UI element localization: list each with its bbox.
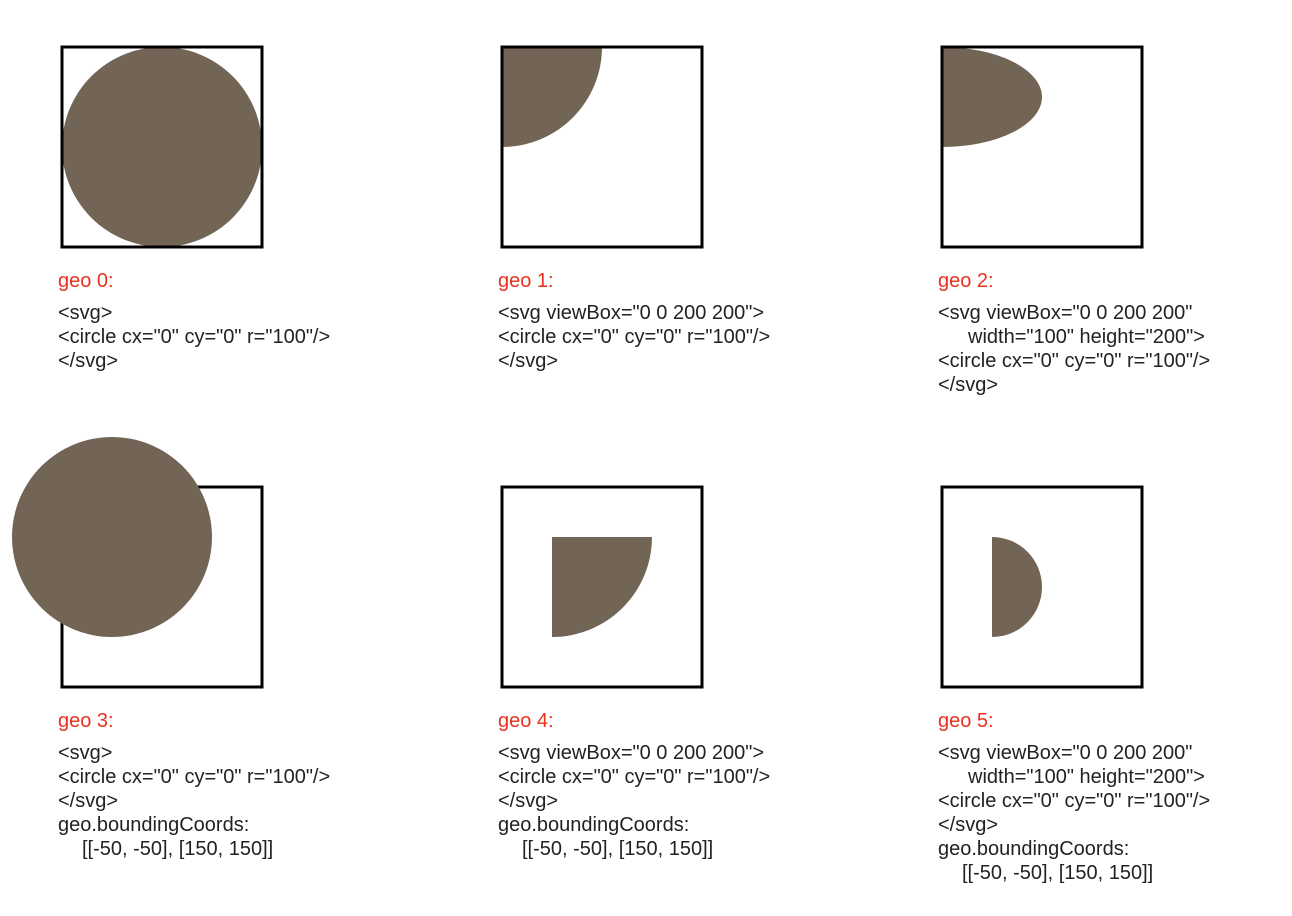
panel-geo-2 <box>940 45 1144 249</box>
panel-geo-0 <box>60 45 264 249</box>
geo-3-code-line-1: <svg> <box>58 742 113 764</box>
geo-1-code-line-3: </svg> <box>498 350 559 372</box>
geo-0-circle <box>62 47 262 247</box>
geo-0-code-line-3: </svg> <box>58 350 119 372</box>
geo-4-frame <box>500 485 704 689</box>
geo-4-quarter-circle <box>552 537 652 637</box>
geo-5-frame <box>940 485 1144 689</box>
geo-5-code-line-4: </svg> <box>938 814 999 836</box>
geo-1-quarter-circle <box>502 47 602 147</box>
geo-4-code-line-2: <circle cx="0" cy="0" r="100"/> <box>498 766 771 788</box>
geo-4-caption: geo 4: <box>498 710 554 732</box>
geo-4-code-line-1: <svg viewBox="0 0 200 200"> <box>498 742 765 764</box>
geo-5-code-line-3: <circle cx="0" cy="0" r="100"/> <box>938 790 1211 812</box>
geo-5-code-line-1: <svg viewBox="0 0 200 200" <box>938 742 1193 764</box>
geo-3-caption: geo 3: <box>58 710 114 732</box>
geo-2-code-line-3: <circle cx="0" cy="0" r="100"/> <box>938 350 1211 372</box>
geo-2-caption: geo 2: <box>938 270 994 292</box>
geo-5-half-ellipse <box>992 537 1042 637</box>
geo-5-code-line-5: geo.boundingCoords: <box>938 838 1130 860</box>
geo-0-caption: geo 0: <box>58 270 114 292</box>
panel-geo-5 <box>940 485 1144 689</box>
geo-0-code-line-1: <svg> <box>58 302 113 324</box>
geo-2-code-line-2: width="100" height="200"> <box>968 326 1205 348</box>
geo-0-code-line-2: <circle cx="0" cy="0" r="100"/> <box>58 326 331 348</box>
geo-2-code-line-4: </svg> <box>938 374 999 396</box>
geo-4-code-line-3: </svg> <box>498 790 559 812</box>
geo-1-caption: geo 1: <box>498 270 554 292</box>
geo-5-code-line-6: [[-50, -50], [150, 150]] <box>962 862 1154 884</box>
geo-4-code-line-5: [[-50, -50], [150, 150]] <box>522 838 714 860</box>
geo-3-circle <box>12 437 212 637</box>
geo-5-caption: geo 5: <box>938 710 994 732</box>
geo-3-code-line-4: geo.boundingCoords: <box>58 814 250 836</box>
geo-2-half-ellipse <box>942 47 1042 147</box>
geo-2-code-line-1: <svg viewBox="0 0 200 200" <box>938 302 1193 324</box>
panel-geo-3 <box>12 437 264 689</box>
geo-3-code-line-3: </svg> <box>58 790 119 812</box>
geo-3-code-line-5: [[-50, -50], [150, 150]] <box>82 838 274 860</box>
panel-geo-4 <box>500 485 704 689</box>
geo-0-frame <box>60 45 264 249</box>
geo-4-code-line-4: geo.boundingCoords: <box>498 814 690 836</box>
geo-5-code-line-2: width="100" height="200"> <box>968 766 1205 788</box>
geo-1-code-line-2: <circle cx="0" cy="0" r="100"/> <box>498 326 771 348</box>
geo-1-code-line-1: <svg viewBox="0 0 200 200"> <box>498 302 765 324</box>
geo-1-frame <box>500 45 704 249</box>
panel-geo-1 <box>500 45 704 249</box>
geo-3-code-line-2: <circle cx="0" cy="0" r="100"/> <box>58 766 331 788</box>
geo-2-frame <box>940 45 1144 249</box>
